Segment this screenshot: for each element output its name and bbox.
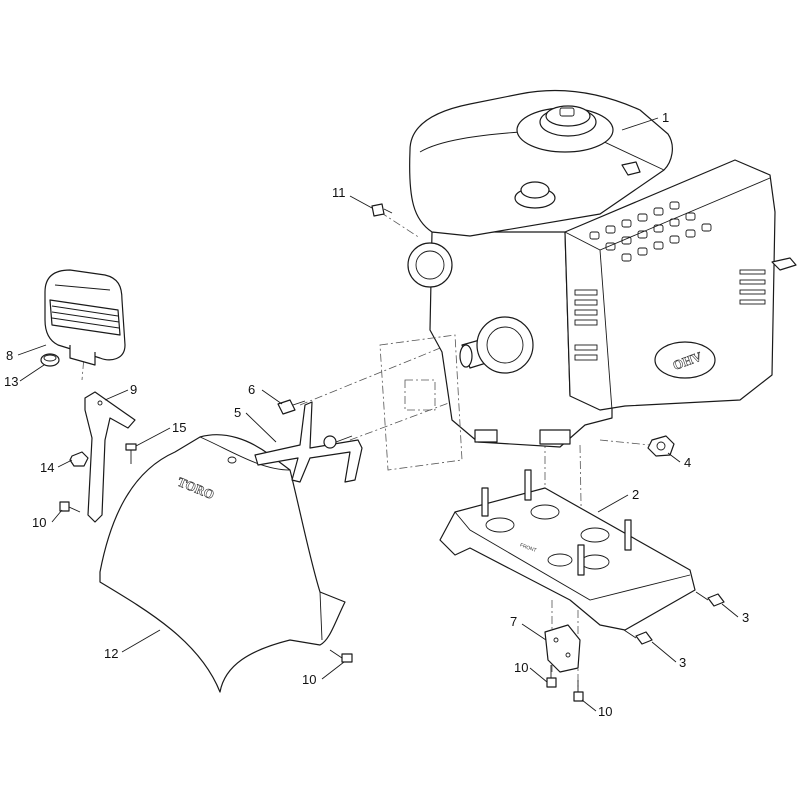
nut-14	[69, 451, 89, 467]
callout-3: 3	[742, 610, 749, 625]
air-filter-vents	[589, 201, 712, 262]
support-bracket	[254, 401, 363, 483]
bolt-15	[125, 443, 137, 464]
callout-15: 15	[172, 420, 186, 435]
callout-13: 13	[4, 374, 18, 389]
shroud: TORO	[99, 434, 346, 693]
callout-10: 10	[302, 672, 316, 687]
callout-8: 8	[6, 348, 13, 363]
callout-6: 6	[248, 382, 255, 397]
bolt-10-bracket-b	[573, 680, 584, 702]
cap-13	[40, 353, 60, 367]
bolt-6	[277, 399, 306, 415]
bolt-3-right	[695, 591, 725, 607]
nut-4	[647, 435, 675, 457]
headlight	[44, 269, 126, 366]
bolt-10-left	[59, 501, 81, 513]
callout-2: 2	[632, 487, 639, 502]
bracket-7	[544, 624, 581, 673]
callout-3: 3	[679, 655, 686, 670]
callout-11: 11	[332, 185, 346, 200]
bolt-10-bracket-a	[546, 665, 557, 688]
bolt-11	[371, 203, 393, 217]
callout-10: 10	[598, 704, 612, 719]
front-marking: FRONT	[519, 542, 537, 554]
headlight-bracket	[84, 391, 136, 523]
bolt-10-shroud	[329, 649, 353, 663]
callout-4: 4	[684, 455, 691, 470]
spacer-plate	[379, 334, 463, 471]
callout-9: 9	[130, 382, 137, 397]
bolt-3-lower	[623, 629, 653, 645]
side-slots	[574, 269, 766, 361]
callout-10: 10	[514, 660, 528, 675]
callout-14: 14	[40, 460, 54, 475]
mounting-plate: FRONT	[439, 469, 696, 631]
callout-5: 5	[234, 405, 241, 420]
callouts: 1 11 8 13 9 6 5 15 14 4 2 10 3 7 12 3 10…	[4, 110, 749, 719]
leader-lines	[17, 117, 739, 712]
callout-12: 12	[104, 646, 118, 661]
callout-1: 1	[662, 110, 669, 125]
callout-7: 7	[510, 614, 517, 629]
callout-10: 10	[32, 515, 46, 530]
engine: OHV	[407, 89, 797, 448]
